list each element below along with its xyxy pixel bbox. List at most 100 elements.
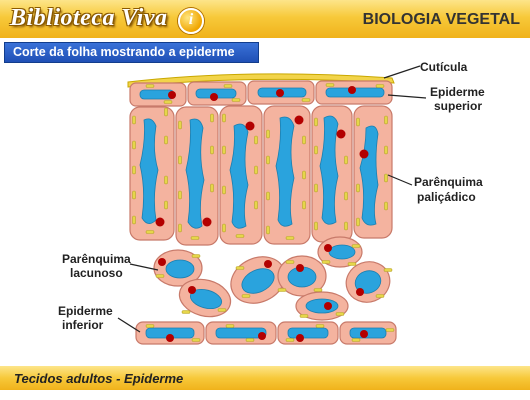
- header-bar: Biblioteca Viva i BIOLOGIA VEGETAL: [0, 0, 530, 38]
- chloroplast: [254, 200, 258, 210]
- chloroplast: [222, 223, 226, 233]
- info-icon[interactable]: i: [178, 8, 204, 34]
- nucleus: [166, 334, 174, 342]
- chloroplast: [351, 244, 361, 248]
- leader-line-epid-sup: [387, 94, 427, 99]
- chloroplast: [181, 310, 191, 314]
- chloroplast: [384, 115, 388, 125]
- subtitle-bar: Corte da folha mostrando a epiderme: [4, 42, 259, 63]
- vacuole: [305, 298, 339, 314]
- chloroplast: [235, 234, 245, 238]
- chloroplast: [163, 100, 173, 104]
- chloroplast: [302, 170, 306, 180]
- chloroplast: [314, 117, 318, 127]
- vacuole: [241, 268, 275, 294]
- chloroplast: [315, 324, 325, 328]
- chloroplast: [356, 117, 360, 127]
- chloroplast: [344, 221, 348, 231]
- nucleus: [264, 260, 272, 268]
- chloroplast: [299, 314, 309, 318]
- chloroplast: [132, 115, 136, 125]
- chloroplast: [313, 288, 323, 292]
- chloroplast: [344, 155, 348, 165]
- upper-epidermis: [129, 80, 393, 107]
- chloroplast: [222, 185, 226, 195]
- chloroplast: [314, 221, 318, 231]
- label-epiderme-inferior-1: Epiderme: [58, 304, 113, 318]
- chloroplast: [132, 165, 136, 175]
- chloroplast: [241, 294, 251, 298]
- vacuole: [319, 115, 339, 225]
- chloroplast: [210, 113, 214, 123]
- chloroplast: [191, 338, 201, 342]
- chloroplast: [164, 175, 168, 185]
- chloroplast: [178, 223, 182, 233]
- chloroplast: [145, 230, 155, 234]
- chloroplast: [356, 217, 360, 227]
- label-parenquima-palicadico-1: Parênquima: [414, 175, 483, 189]
- vacuole: [275, 116, 295, 227]
- footer-text: Tecidos adultos - Epiderme: [14, 371, 184, 386]
- nucleus: [296, 334, 304, 342]
- leader-lines: [117, 65, 427, 333]
- label-epiderme-superior-1: Epiderme: [430, 85, 485, 99]
- section-title: BIOLOGIA VEGETAL: [362, 11, 520, 28]
- vacuole: [215, 327, 267, 339]
- chloroplast: [285, 260, 295, 264]
- chloroplast: [145, 324, 155, 328]
- chloroplast: [178, 120, 182, 130]
- nucleus: [356, 288, 364, 296]
- chloroplast: [235, 266, 245, 270]
- subtitle-text: Corte da folha mostrando a epiderme: [13, 45, 235, 59]
- chloroplast: [210, 183, 214, 193]
- app-logo: Biblioteca Viva: [10, 5, 168, 31]
- chloroplast: [191, 254, 201, 258]
- label-parenquima-lacunoso-1: Parênquima: [62, 252, 131, 266]
- chloroplast: [245, 338, 255, 342]
- nucleus: [155, 217, 165, 227]
- chloroplast: [223, 84, 233, 88]
- chloroplast: [225, 324, 235, 328]
- nucleus: [324, 302, 332, 310]
- palisade-parenchyma: [129, 105, 393, 246]
- nucleus: [359, 149, 369, 159]
- info-icon-symbol: i: [188, 11, 194, 28]
- chloroplast: [222, 113, 226, 123]
- chloroplast: [132, 140, 136, 150]
- chloroplast: [351, 338, 361, 342]
- chloroplast: [285, 338, 295, 342]
- vacuole: [229, 123, 249, 229]
- chloroplast: [347, 262, 357, 266]
- chloroplasts: [132, 83, 395, 342]
- chloroplast: [384, 173, 388, 183]
- vacuole: [328, 244, 356, 260]
- chloroplast: [145, 84, 155, 88]
- vacuole: [165, 259, 195, 279]
- leader-line-epid-inf: [117, 317, 141, 333]
- chloroplast: [314, 183, 318, 193]
- label-epiderme-inferior-2: inferior: [62, 318, 104, 332]
- chloroplast: [285, 236, 295, 240]
- leader-line-cuticula: [383, 65, 421, 79]
- nucleus: [336, 129, 346, 139]
- label-parenquima-lacunoso-2: lacunoso: [70, 266, 123, 280]
- chloroplast: [164, 200, 168, 210]
- footer-bar: Tecidos adultos - Epiderme: [0, 366, 530, 390]
- chloroplast: [385, 328, 395, 332]
- chloroplast: [325, 83, 335, 87]
- nucleus: [296, 264, 304, 272]
- chloroplast: [321, 260, 331, 264]
- chloroplast: [178, 155, 182, 165]
- nucleus: [348, 86, 356, 94]
- chloroplast: [384, 145, 388, 155]
- nucleus: [245, 121, 255, 131]
- chloroplast: [301, 98, 311, 102]
- chloroplast: [164, 107, 168, 117]
- chloroplast: [266, 155, 270, 165]
- chloroplast: [277, 288, 287, 292]
- nucleus: [360, 330, 368, 338]
- nucleus: [258, 332, 266, 340]
- label-cuticula: Cutícula: [420, 60, 468, 74]
- label-parenquima-palicadico-2: paliçádico: [417, 190, 476, 204]
